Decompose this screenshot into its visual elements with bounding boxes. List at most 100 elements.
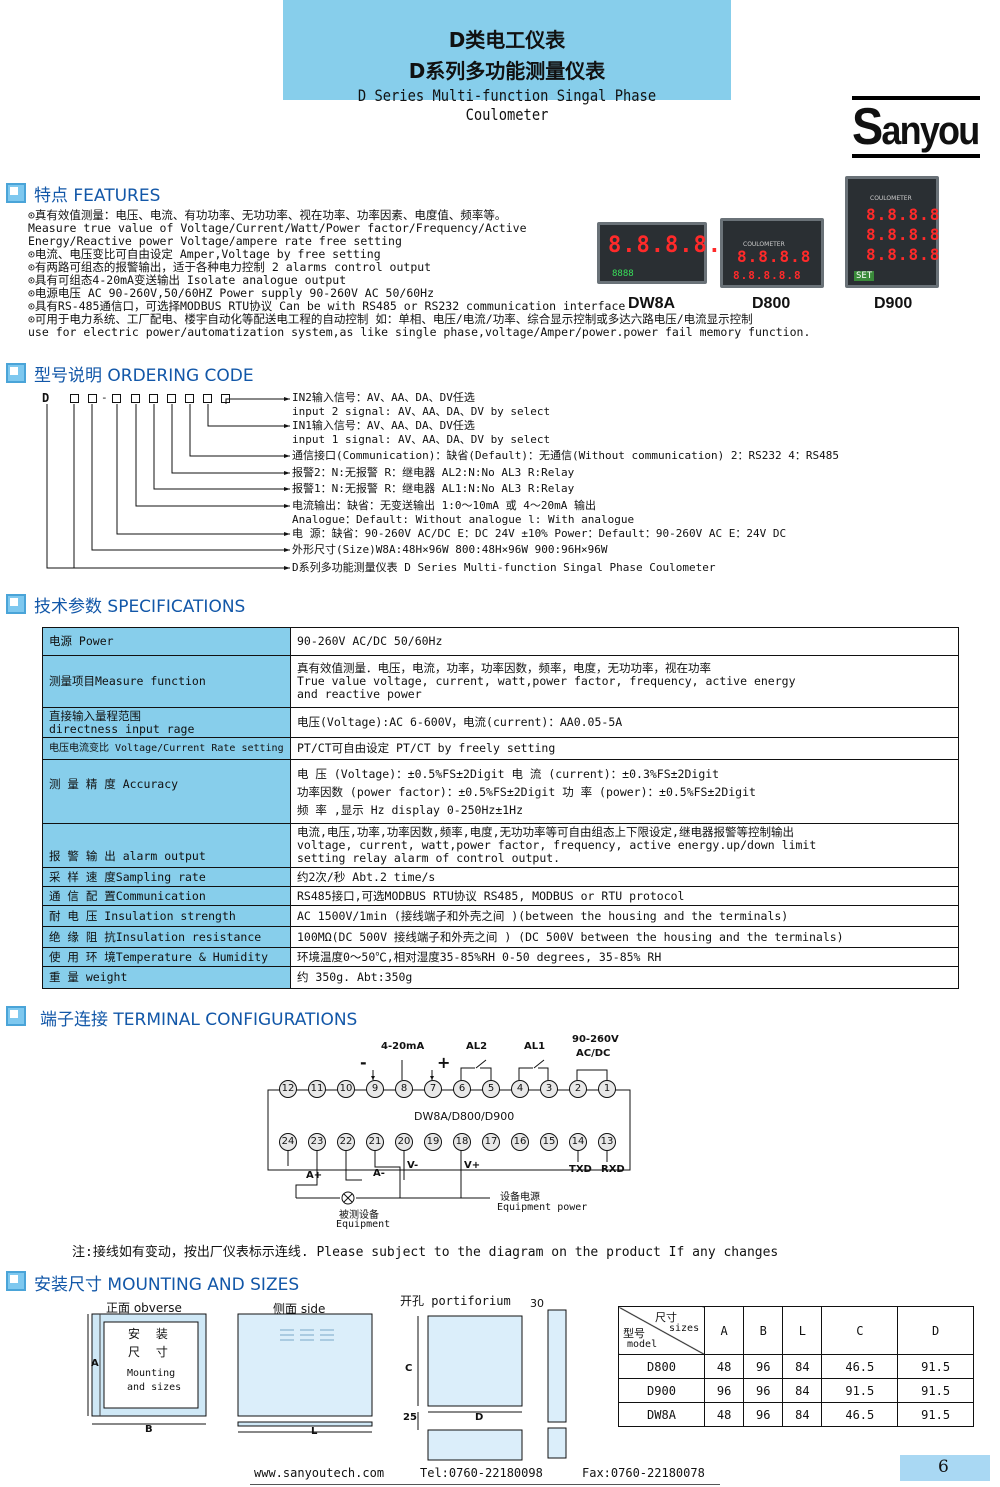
table-row: 重 量 weight 约 350g. Abt:350g <box>42 966 959 989</box>
d800-label-top: COULOMETER <box>743 241 785 248</box>
label-a-minus: A- <box>373 1168 385 1179</box>
product-label-dw8a: DW8A <box>628 295 676 312</box>
spec-value: AC 1500V/1min (接线端子和外壳之间 )(between the h… <box>290 905 959 927</box>
terminal-9: 9 <box>366 1080 384 1098</box>
terminal-15: 15 <box>540 1133 558 1151</box>
features-list: ⊙真有效值测量：电压、电流、有功功率、无功功率、视在功率、功率因素、电度值、频率… <box>28 209 810 339</box>
feature-line: ⊙电流、电压变比可自由设定 Amper,Voltage by free sett… <box>28 247 381 261</box>
terminal-6: 6 <box>453 1080 471 1098</box>
table-cell: DW8A <box>618 1402 705 1427</box>
spec-value: 100MΩ(DC 500V 接线端子和外壳之间 ) (DC 500V betwe… <box>290 926 959 948</box>
code-box <box>70 394 79 403</box>
terminal-14: 14 <box>569 1133 587 1151</box>
table-cell: 91.5 <box>897 1402 974 1427</box>
spec-value-line: 100MΩ(DC 500V 接线端子和外壳之间 ) (DC 500V betwe… <box>297 929 844 944</box>
footer-divider <box>250 1484 720 1485</box>
table-cell: D900 <box>618 1378 705 1403</box>
table-row: 测 量 精 度 Accuracy 电 压 (Voltage)：±0.5%FS±2… <box>42 759 959 824</box>
code-prefix: D <box>42 391 50 405</box>
table-cell: 46.5 <box>821 1354 899 1379</box>
table-row: DW8A 48 96 84 46.5 91.5 <box>618 1402 974 1427</box>
terminal-3: 3 <box>540 1080 558 1098</box>
ordering-leader-lines <box>46 397 290 570</box>
footer-website[interactable]: www.sanyoutech.com <box>254 1466 385 1480</box>
terminal-17: 17 <box>482 1133 500 1151</box>
terminal-16: 16 <box>511 1133 529 1151</box>
terminal-1: 1 <box>598 1080 616 1098</box>
spec-value-line: 电流,电压,功率,功率因数,频率,电度,无功功率等可自由组态上下限设定,继电器报… <box>297 825 794 839</box>
spec-value-line: RS485接口,可选MODBUS RTU协议 RS485, MODBUS or … <box>297 888 685 903</box>
terminal-22: 22 <box>337 1133 355 1151</box>
label-al1: AL1 <box>524 1041 546 1052</box>
terminals-title: 端子连接 TERMINAL CONFIGURATIONS <box>40 1010 358 1030</box>
feature-line: ⊙有两路可组态的报警输出，适于各种电力控制 2 alarms control o… <box>28 260 432 274</box>
label-txd: TXD <box>569 1164 592 1175</box>
spec-key: 通 信 配 置Communication <box>42 886 291 906</box>
col-header: D <box>897 1306 974 1355</box>
page-number-box: 6 <box>900 1455 990 1481</box>
features-title: 特点 FEATURES <box>34 186 161 206</box>
label-minus: - <box>360 1053 367 1072</box>
label-plus: + <box>437 1053 451 1072</box>
table-corner-cell: 尺寸 sizes 型号 model <box>618 1306 705 1355</box>
product-label-d800: D800 <box>752 295 791 312</box>
table-cell: 96 <box>703 1378 745 1403</box>
mounting-sizes-table: 尺寸 sizes 型号 model A B L C D D800 48 96 8… <box>618 1306 974 1427</box>
section-icon <box>6 594 26 614</box>
section-icon <box>6 363 26 383</box>
label-obverse: 正面 obverse <box>106 1301 182 1315</box>
feature-line: ⊙具有可组态4-20mA变送输出 Isolate analogue output <box>28 273 347 287</box>
feature-line: ⊙具有RS-485通信口，可选择MODBUS RTU协议 Can be with… <box>28 299 626 313</box>
code-box <box>88 394 97 403</box>
table-row: 报 警 输 出 alarm output 电流,电压,功率,功率因数,频率,电度… <box>42 823 959 868</box>
d800-display-sub: 8.8.8.8.8 <box>733 269 802 282</box>
ordering-line: 电 源：缺省：90-260V AC/DC E：DC 24V ±10% Power… <box>292 527 787 540</box>
mounting-drawings <box>87 1309 567 1461</box>
dim-25: 25 <box>403 1412 417 1423</box>
install-en-1: Mounting <box>127 1368 176 1379</box>
code-box <box>185 394 194 403</box>
spec-key: 测量项目Measure function <box>42 655 291 708</box>
table-cell: 96 <box>743 1402 784 1427</box>
ordering-line: IN1输入信号：AV、AA、DA、DV任选 <box>292 419 475 432</box>
spec-key: 测 量 精 度 Accuracy <box>42 759 291 824</box>
col-header: C <box>821 1306 899 1355</box>
feature-line: ⊙真有效值测量：电压、电流、有功功率、无功功率、视在功率、功率因素、电度值、频率… <box>28 208 507 222</box>
spec-key: 采 样 速 度Sampling rate <box>42 867 291 887</box>
table-row: 电源 Power 90-260V AC/DC 50/60Hz <box>42 627 959 656</box>
product-dw8a-image: 8.8.8.8. 8888 <box>597 222 721 284</box>
spec-value-line: 约2次/秒 Abt.2 time/s <box>297 869 436 884</box>
spec-value: 电 压 (Voltage)：±0.5%FS±2Digit 电 流 (curren… <box>290 759 959 824</box>
spec-value: 电流,电压,功率,功率因数,频率,电度,无功功率等可自由组态上下限设定,继电器报… <box>290 823 959 868</box>
terminal-2: 2 <box>569 1080 587 1098</box>
code-box <box>203 394 212 403</box>
table-row: D800 48 96 84 46.5 91.5 <box>618 1354 974 1379</box>
install-cn-2: 尺 寸 <box>128 1345 174 1359</box>
terminal-8: 8 <box>395 1080 413 1098</box>
col-header: A <box>703 1306 745 1355</box>
table-cell: 46.5 <box>821 1402 899 1427</box>
dw8a-display-main: 8.8.8.8. <box>608 233 722 258</box>
feature-line: ⊙可用于电力系统、工厂配电、楼宇自动化等配送电工程的自动控制 如：单相、电压/电… <box>28 312 753 326</box>
terminal-12: 12 <box>279 1080 297 1098</box>
terminal-wiring-diagram <box>267 1059 631 1205</box>
table-row: D900 96 96 84 91.5 91.5 <box>618 1378 974 1403</box>
feature-line: use for electric power/automatization sy… <box>28 325 811 339</box>
spec-value: PT/CT可自由设定 PT/CT by freely setting <box>290 737 959 760</box>
terminal-note: 注:接线如有变动，按出厂仪表标示连线. Please subject to th… <box>72 1245 779 1260</box>
table-cell: 48 <box>703 1354 745 1379</box>
spec-value-line: 90-260V AC/DC 50/60Hz <box>297 634 443 648</box>
dim-c: C <box>405 1363 413 1374</box>
spec-value-line: 功率因数 (power factor)：±0.5%FS±2Digit 功 率 (… <box>297 784 756 799</box>
spec-value: 约2次/秒 Abt.2 time/s <box>290 867 959 887</box>
feature-line: Energy/Reactive power Voltage/ampere rat… <box>28 234 402 248</box>
terminal-model-label: DW8A/D800/D900 <box>414 1110 515 1123</box>
spec-value: RS485接口,可选MODBUS RTU协议 RS485, MODBUS or … <box>290 886 959 906</box>
dim-l: L <box>311 1426 318 1437</box>
d900-display-row3: 8.8.8.8 <box>866 245 941 264</box>
ordering-line: 报警1：N:无报警 R：继电器 AL1:N:No AL3 R:Relay <box>292 482 575 495</box>
spec-key: 重 量 weight <box>42 966 291 989</box>
terminal-24: 24 <box>279 1133 297 1151</box>
corner-model-en: model <box>627 1339 658 1350</box>
sanyou-logo: Sanyou <box>852 96 980 162</box>
